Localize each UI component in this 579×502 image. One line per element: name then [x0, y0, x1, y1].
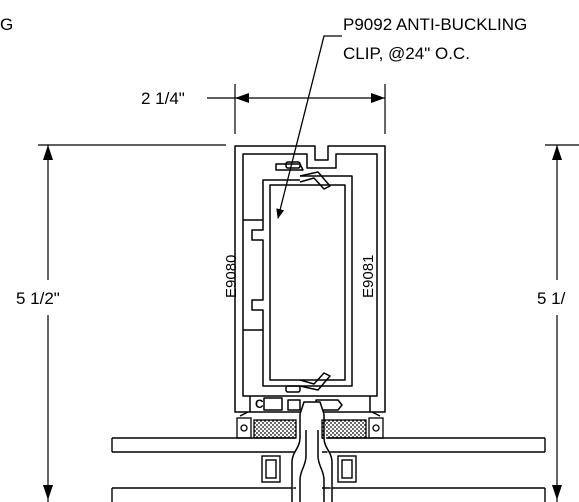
clip-callout-line2: CLIP, @24" O.C.: [343, 44, 470, 63]
part-label-e9080: E9080: [223, 255, 240, 298]
center-anchor-stem: [291, 401, 333, 502]
partial-left-text: G: [0, 15, 13, 34]
small-mark-c: C: [255, 397, 264, 411]
clip-callout-leader: [276, 35, 342, 219]
height-dimension-label-left: 5 1/2": [16, 289, 60, 308]
height-dimension-label-right: 5 1/: [537, 289, 566, 308]
glass-lites: [111, 437, 546, 502]
height-dimension-right: [545, 144, 579, 502]
clip-callout-line1: P9092 ANTI-BUCKLING: [343, 15, 527, 34]
height-dimension-left: [38, 144, 226, 502]
width-dimension-label: 2 1/4": [141, 89, 185, 108]
glazing-spacers: [261, 455, 357, 483]
mullion-profile: [234, 145, 386, 413]
part-label-e9081: E9081: [360, 255, 377, 298]
width-dimension: [207, 84, 386, 134]
gasket-assembly: [236, 411, 384, 439]
